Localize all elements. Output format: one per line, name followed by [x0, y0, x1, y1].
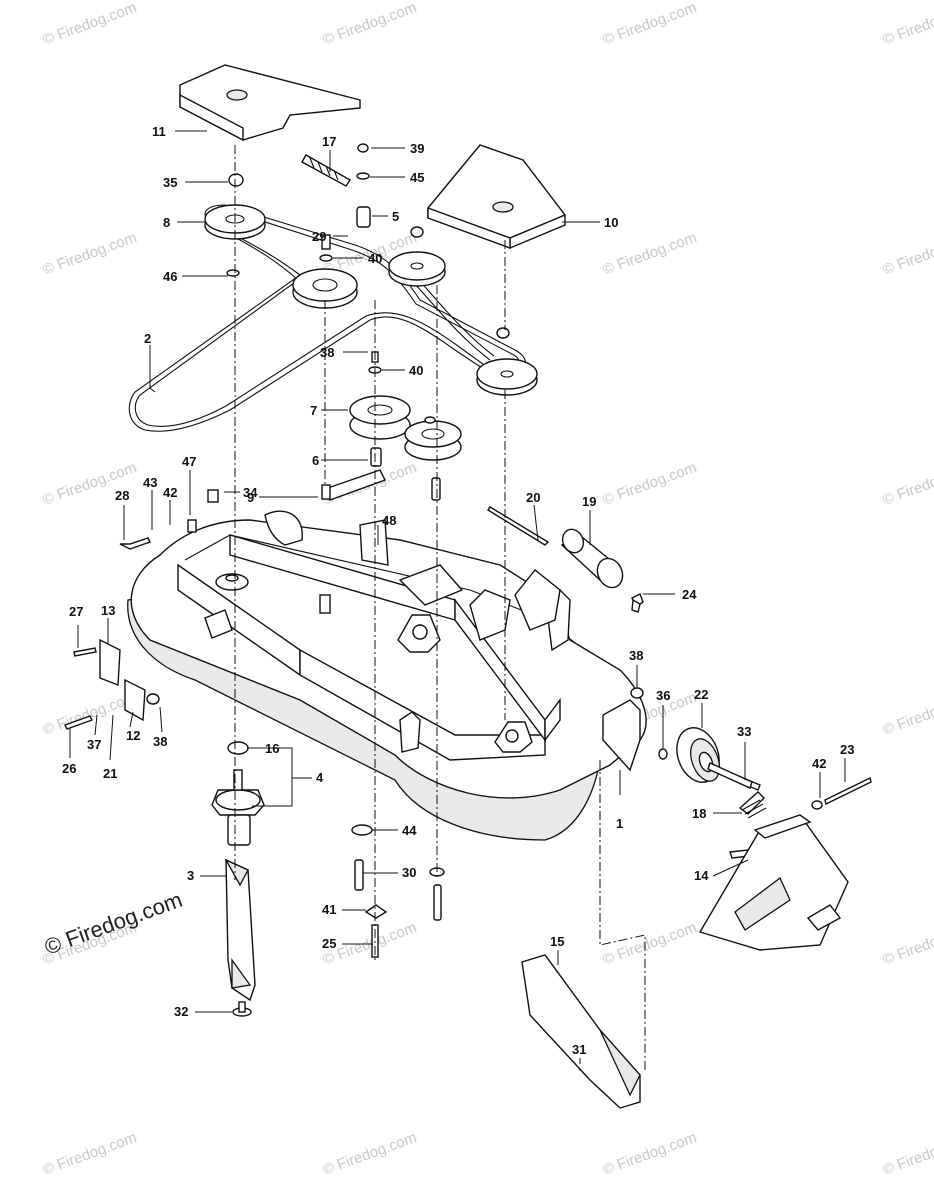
callout-48: 48	[382, 513, 396, 528]
callout-42a: 42	[163, 485, 177, 500]
callout-10: 10	[604, 215, 618, 230]
callout-32: 32	[174, 1004, 188, 1019]
callout-6: 6	[312, 453, 319, 468]
callout-33: 33	[737, 724, 751, 739]
watermark-text: © Firedog.com	[601, 1129, 699, 1179]
belt-cover-10	[427, 144, 567, 250]
idler-pulley-7	[349, 395, 411, 440]
callout-36: 36	[656, 688, 670, 703]
callout-28: 28	[115, 488, 129, 503]
callout-29: 29	[312, 229, 326, 244]
watermark-text: © Firedog.com	[41, 229, 139, 279]
callout-17: 17	[322, 134, 336, 149]
callout-20: 20	[526, 490, 540, 505]
watermark-text: © Firedog.com	[601, 0, 699, 49]
callout-34: 34	[243, 485, 258, 500]
callout-31: 31	[572, 1042, 586, 1057]
pulley-center	[292, 268, 358, 309]
watermark-text: © Firedog.com	[881, 1129, 934, 1179]
callout-11: 11	[152, 124, 166, 139]
idler-pulley-right	[404, 420, 462, 461]
callout-30: 30	[402, 865, 416, 880]
callout-23: 23	[840, 742, 854, 757]
callout-26: 26	[62, 761, 76, 776]
callout-38b: 38	[629, 648, 643, 663]
roller-19	[560, 528, 641, 613]
watermark-text: © Firedog.com	[881, 689, 934, 739]
pulley-right-top	[388, 251, 446, 287]
callout-45: 45	[410, 170, 424, 185]
watermark-text: © Firedog.com	[601, 919, 699, 969]
callout-5: 5	[392, 209, 399, 224]
callout-35: 35	[163, 175, 177, 190]
callout-13: 13	[101, 603, 115, 618]
mower-deck-housing	[127, 510, 647, 841]
discharge-chute-14	[698, 814, 849, 951]
callout-41: 41	[322, 902, 336, 917]
callout-46: 46	[163, 269, 177, 284]
watermark-text: © Firedog.com	[321, 0, 419, 49]
callout-1: 1	[616, 816, 623, 831]
spindle-assembly-4	[211, 741, 265, 846]
watermark-text: © Firedog.com	[881, 229, 934, 279]
blade-3	[224, 858, 256, 1002]
leader-lines	[69, 130, 846, 1064]
watermark-text: © Firedog.com	[41, 689, 139, 739]
callout-39: 39	[410, 141, 424, 156]
callout-38c: 38	[153, 734, 167, 749]
callout-9: 9	[247, 490, 254, 505]
side-plate-15	[521, 954, 641, 1109]
watermark-text: © Firedog.com	[601, 229, 699, 279]
callout-25: 25	[322, 936, 336, 951]
callout-4: 4	[316, 770, 324, 785]
watermark-text: © Firedog.com	[881, 459, 934, 509]
belt-cover-11	[179, 64, 361, 142]
callout-24: 24	[682, 587, 697, 602]
alignment-lines	[234, 145, 646, 1070]
callout-15: 15	[550, 934, 564, 949]
callout-22: 22	[694, 687, 708, 702]
callout-12: 12	[126, 728, 140, 743]
callout-40a: 40	[368, 251, 382, 266]
callout-2: 2	[144, 331, 151, 346]
callout-18: 18	[692, 806, 706, 821]
spring-18	[741, 799, 767, 819]
watermark-text: © Firedog.com	[41, 0, 139, 49]
pulley-10	[476, 358, 538, 396]
callouts: 1 2 3 4 5 6 7 8 9 10 11 12 13 14 15 16 1…	[62, 124, 854, 1057]
watermark-text: © Firedog.com	[321, 1129, 419, 1179]
callout-16: 16	[265, 741, 279, 756]
callout-43: 43	[143, 475, 157, 490]
callout-38a: 38	[320, 345, 334, 360]
callout-27: 27	[69, 604, 83, 619]
callout-47: 47	[182, 454, 196, 469]
callout-8: 8	[163, 215, 170, 230]
callout-7: 7	[310, 403, 317, 418]
large-watermark: © Firedog.com	[41, 887, 185, 960]
watermark-text: © Firedog.com	[881, 0, 934, 49]
bolt-32	[232, 1001, 252, 1017]
callout-19: 19	[582, 494, 596, 509]
callout-3: 3	[187, 868, 194, 883]
callout-42b: 42	[812, 756, 826, 771]
callout-44: 44	[402, 823, 417, 838]
watermark-text: © Firedog.com	[41, 1129, 139, 1179]
callout-37: 37	[87, 737, 101, 752]
gauge-wheel-22	[676, 727, 753, 789]
watermark-text: © Firedog.com	[881, 919, 934, 969]
callout-21: 21	[103, 766, 117, 781]
callout-14: 14	[694, 868, 709, 883]
callout-40b: 40	[409, 363, 423, 378]
watermark-text: © Firedog.com	[601, 459, 699, 509]
